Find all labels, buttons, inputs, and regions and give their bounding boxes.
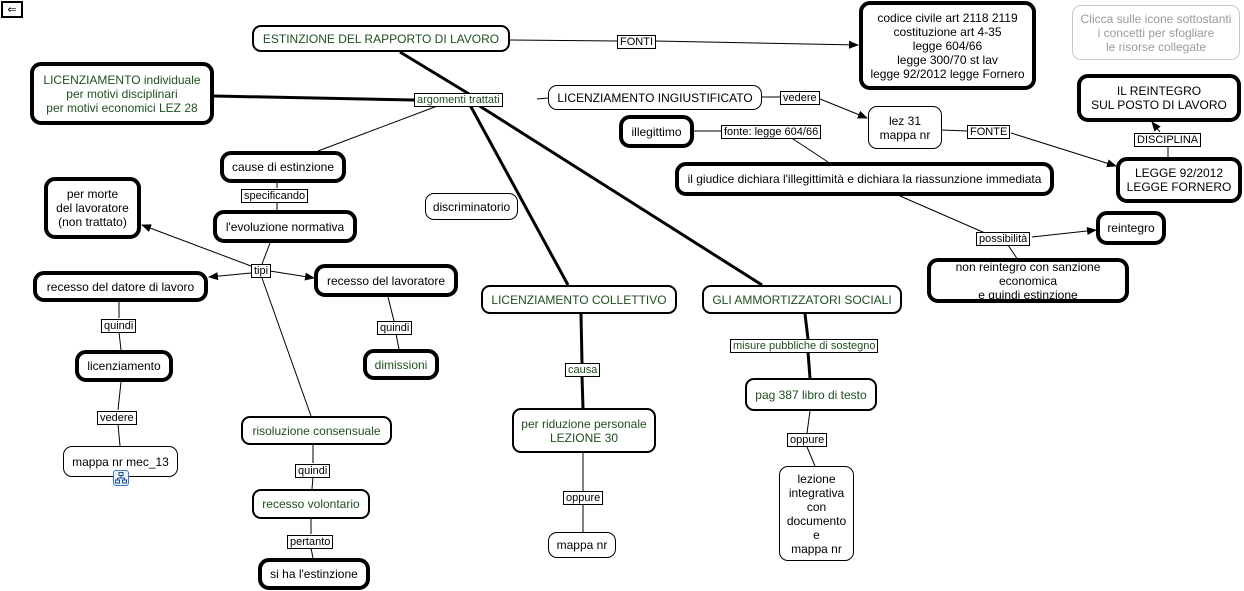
concept-licenziamento[interactable]: licenziamento	[75, 350, 173, 382]
concept-reintegro-posto[interactable]: IL REINTEGRO SUL POSTO DI LAVORO	[1077, 74, 1241, 122]
edge-vedere-mappa	[117, 423, 121, 447]
link-causa[interactable]: causa	[565, 363, 601, 377]
concept-reintegro[interactable]: reintegro	[1096, 211, 1166, 245]
concept-si-ha-estinzione[interactable]: si ha l'estinzione	[258, 558, 370, 590]
edge-licenziamento-vedere	[117, 381, 122, 411]
edge-argomenti-ingiustificato	[536, 97, 549, 100]
concept-fonti-list[interactable]: codice civile art 2118 2119 costituzione…	[859, 1, 1036, 90]
concept-estinzione-rapporto[interactable]: ESTINZIONE DEL RAPPORTO DI LAVORO	[252, 25, 510, 52]
edge-possibilita-reintegro	[1031, 227, 1097, 238]
edge-collettivo-causa	[579, 313, 584, 364]
edge-vedere-lez31	[819, 98, 868, 119]
concept-map-icon[interactable]	[113, 470, 129, 486]
link-quindi-dimissioni[interactable]: quindi	[377, 321, 413, 335]
concept-non-reintegro[interactable]: non reintegro con sanzione economica e q…	[927, 258, 1129, 303]
link-specificando[interactable]: specificando	[241, 189, 309, 203]
concept-lez31[interactable]: lez 31 mappa nr	[868, 106, 942, 149]
link-oppure-mappa[interactable]: oppure	[563, 491, 604, 505]
concept-licenziamento-individuale[interactable]: LICENZIAMENTO individuale per motivi dis…	[30, 62, 214, 125]
link-vedere-mappa[interactable]: vedere	[97, 411, 137, 425]
concept-licenziamento-ingiustificato[interactable]: LICENZIAMENTO INGIUSTIFICATO	[548, 85, 762, 110]
concept-illegittimo[interactable]: illegittimo	[619, 115, 694, 148]
edge-argomenti-cause	[317, 104, 441, 152]
link-argomenti-trattati[interactable]: argomenti trattati	[414, 93, 503, 107]
concept-risoluzione-consensuale[interactable]: risoluzione consensuale	[241, 416, 392, 445]
edge-tipi-lavoratore	[269, 270, 315, 281]
concept-recesso-volontario[interactable]: recesso volontario	[252, 489, 370, 519]
edge-quindi-dimissioni	[395, 333, 400, 350]
edge-tipi-risoluzione	[261, 277, 312, 417]
edge-argomenti-collettivo	[468, 104, 570, 286]
edge-pag387-oppure	[806, 410, 811, 434]
concept-lezione-integrativa[interactable]: lezione integrativa con documento e mapp…	[779, 466, 854, 561]
link-fonti[interactable]: FONTI	[617, 35, 656, 49]
edge-causa-riduzione	[580, 375, 585, 409]
concept-pag-387[interactable]: pag 387 libro di testo	[745, 378, 877, 411]
link-misure-pubbliche[interactable]: misure pubbliche di sostegno	[730, 339, 879, 353]
concept-recesso-datore[interactable]: recesso del datore di lavoro	[33, 271, 208, 302]
concept-legge-92-2012[interactable]: LEGGE 92/2012 LEGGE FORNERO	[1116, 157, 1242, 203]
edge-giudice-possibilita	[899, 195, 986, 234]
edge-oppure-lezione	[806, 446, 816, 467]
edge-tipi-morte	[141, 224, 252, 267]
edge-evoluzione-tipi	[261, 242, 271, 265]
back-button[interactable]: ⇐	[1, 1, 23, 18]
edge-fonti-list	[654, 40, 859, 49]
link-tipi[interactable]: tipi	[251, 264, 272, 278]
edge-tipi-datore	[208, 272, 252, 281]
edge-pertanto-estinzione	[310, 547, 314, 559]
concept-dimissioni[interactable]: dimissioni	[363, 349, 439, 380]
edge-estinzione-fonti	[509, 39, 618, 42]
concept-licenziamento-collettivo[interactable]: LICENZIAMENTO COLLETTIVO	[481, 285, 677, 314]
hint-text: Clicca sulle icone sottostanti i concett…	[1072, 5, 1240, 60]
concept-cause-estinzione[interactable]: cause di estinzione	[220, 151, 346, 183]
edge-fonte-giudice	[789, 136, 829, 163]
edge-disciplina-reintegro-posto	[1151, 121, 1161, 133]
concept-mappa-nr[interactable]: mappa nr	[548, 532, 616, 558]
edge-lez31-fonte	[941, 129, 968, 132]
edge-fonte-legge92	[1010, 132, 1117, 168]
back-arrow-icon: ⇐	[7, 4, 17, 16]
concept-recesso-lavoratore[interactable]: recesso del lavoratore	[314, 264, 458, 297]
edge-individuale-argomenti	[213, 94, 415, 102]
link-quindi-licenziamento[interactable]: quindi	[101, 319, 137, 333]
edge-quindi-licenziamento	[118, 331, 122, 351]
concept-giudice-dichiara[interactable]: il giudice dichiara l'illegittimità e di…	[675, 162, 1054, 196]
edge-ammortizzatori-misure	[803, 313, 810, 340]
concept-morte-lavoratore[interactable]: per morte del lavoratore (non trattato)	[44, 177, 141, 239]
concept-riduzione-personale[interactable]: per riduzione personale LEZIONE 30	[512, 408, 656, 453]
link-disciplina[interactable]: DISCIPLINA	[1134, 133, 1202, 147]
concept-ammortizzatori-sociali[interactable]: GLI AMMORTIZZATORI SOCIALI	[702, 285, 902, 314]
concept-evoluzione-normativa[interactable]: l'evoluzione normativa	[213, 210, 357, 243]
edge-estinzione-argomenti	[399, 50, 475, 99]
link-quindi-recesso[interactable]: quindi	[295, 464, 331, 478]
link-possibilita[interactable]: possibilità	[976, 232, 1031, 246]
edge-quindi-recesso	[311, 476, 314, 490]
link-fonte-legge-604[interactable]: fonte: legge 604/66	[721, 125, 822, 139]
concept-discriminatorio[interactable]: discriminatorio	[425, 193, 518, 220]
link-fonte[interactable]: FONTE	[967, 125, 1011, 139]
link-vedere-lez31[interactable]: vedere	[780, 91, 820, 105]
edge-possibilita-non-reintegro	[1007, 244, 1019, 261]
link-oppure-lezione[interactable]: oppure	[787, 433, 828, 447]
edge-misure-pag387	[806, 351, 812, 379]
concept-map-glyph	[115, 472, 127, 484]
edge-argomenti-ammortizzatori	[477, 103, 763, 287]
link-pertanto[interactable]: pertanto	[287, 535, 334, 549]
edge-lavoratore-quindi	[387, 296, 395, 322]
